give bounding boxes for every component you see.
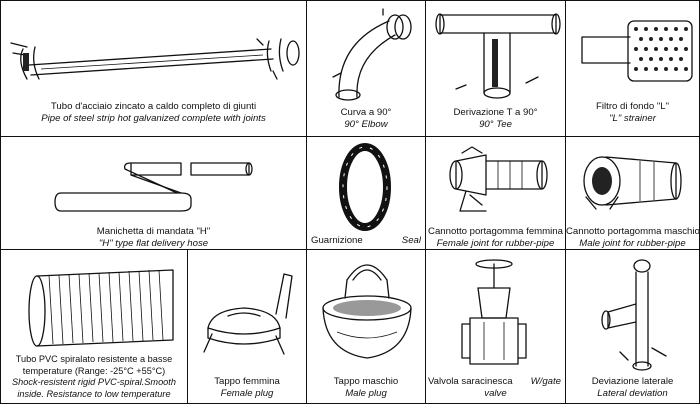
caption-en: Pipe of steel strip hot galvanized compl… bbox=[41, 112, 266, 124]
female-plug-image bbox=[203, 273, 293, 355]
caption-en: Male joint for rubber-pipe bbox=[579, 237, 686, 249]
caption-en: Female joint for rubber-pipe bbox=[436, 237, 555, 249]
cell-male-joint: Cannotto portagomma maschio Male joint f… bbox=[565, 136, 700, 250]
strainer-image bbox=[581, 20, 693, 82]
cell-hose: Manichetta di mandata "H" "H" type flat … bbox=[0, 136, 307, 250]
female-joint-image bbox=[449, 146, 548, 212]
pvc-pipe-image bbox=[28, 269, 174, 347]
caption-it-line2: temperature (Range: -25°C +55°C) bbox=[22, 365, 166, 376]
caption-it: Deviazione laterale bbox=[591, 376, 674, 387]
steel-pipe-image bbox=[10, 38, 300, 80]
caption-it-line1: Tubo PVC spiralato resistente a basse bbox=[15, 354, 173, 364]
caption-en: Seal bbox=[401, 235, 421, 246]
caption-it: Derivazione T a 90° bbox=[453, 107, 538, 118]
cell-male-plug: Tappo maschio Male plug bbox=[306, 249, 426, 404]
cell-gate-valve: Valvola saracinesca W/gate valve bbox=[425, 249, 566, 404]
caption-it: Curva a 90° bbox=[340, 107, 392, 118]
cell-pvc-pipe: Tubo PVC spiralato resistente a basse te… bbox=[0, 249, 188, 404]
caption-it: Cannotto portagomma maschio bbox=[566, 226, 700, 237]
caption-it: Filtro di fondo "L" bbox=[596, 101, 669, 112]
tee-image bbox=[435, 13, 561, 99]
lateral-deviation-image bbox=[601, 259, 667, 371]
caption-it: Cannotto portagomma femmina bbox=[428, 226, 563, 237]
gate-valve-image bbox=[461, 259, 527, 365]
caption-en: "L" strainer bbox=[609, 112, 656, 124]
caption-en: Female plug bbox=[220, 387, 274, 399]
seal-image bbox=[339, 143, 391, 231]
caption-en: Lateral deviation bbox=[597, 387, 668, 399]
cell-female-plug: Tappo femmina Female plug bbox=[187, 249, 307, 404]
caption-it: Tappo maschio bbox=[333, 376, 399, 387]
cell-female-joint: Cannotto portagomma femmina Female joint… bbox=[425, 136, 566, 250]
caption-it: Manichetta di mandata "H" bbox=[96, 226, 211, 237]
caption-en: 90° Tee bbox=[479, 118, 512, 130]
caption-it: Guarnizione bbox=[311, 235, 363, 246]
cell-lateral-deviation: Deviazione laterale Lateral deviation bbox=[565, 249, 700, 404]
cell-elbow: Curva a 90° 90° Elbow bbox=[306, 0, 426, 137]
male-plug-image bbox=[322, 264, 412, 359]
elbow-image bbox=[332, 8, 412, 101]
caption-en-line2: inside. Resistance to low temperature bbox=[17, 388, 171, 399]
caption-it: Tappo femmina bbox=[214, 376, 280, 387]
caption-it: Valvola saracinesca bbox=[428, 376, 513, 387]
caption-en: "H" type flat delivery hose bbox=[98, 237, 209, 249]
hose-image bbox=[54, 162, 253, 212]
cell-strainer: Filtro di fondo "L" "L" strainer bbox=[565, 0, 700, 137]
caption-en: 90° Elbow bbox=[344, 118, 388, 130]
caption-en-b: valve bbox=[484, 387, 507, 399]
caption-en-a: W/gate bbox=[530, 376, 561, 387]
caption-en: Male plug bbox=[345, 387, 387, 399]
caption-en-line1: Shock-resistent rigid PVC-spiral.Smooth bbox=[12, 377, 176, 387]
cell-tee: Derivazione T a 90° 90° Tee bbox=[425, 0, 566, 137]
male-joint-image bbox=[583, 156, 682, 210]
cell-steel-pipe: Tubo d'acciaio zincato a caldo completo … bbox=[0, 0, 307, 137]
cell-seal: Guarnizione Seal bbox=[306, 136, 426, 250]
caption-it: Tubo d'acciaio zincato a caldo completo … bbox=[50, 101, 257, 112]
